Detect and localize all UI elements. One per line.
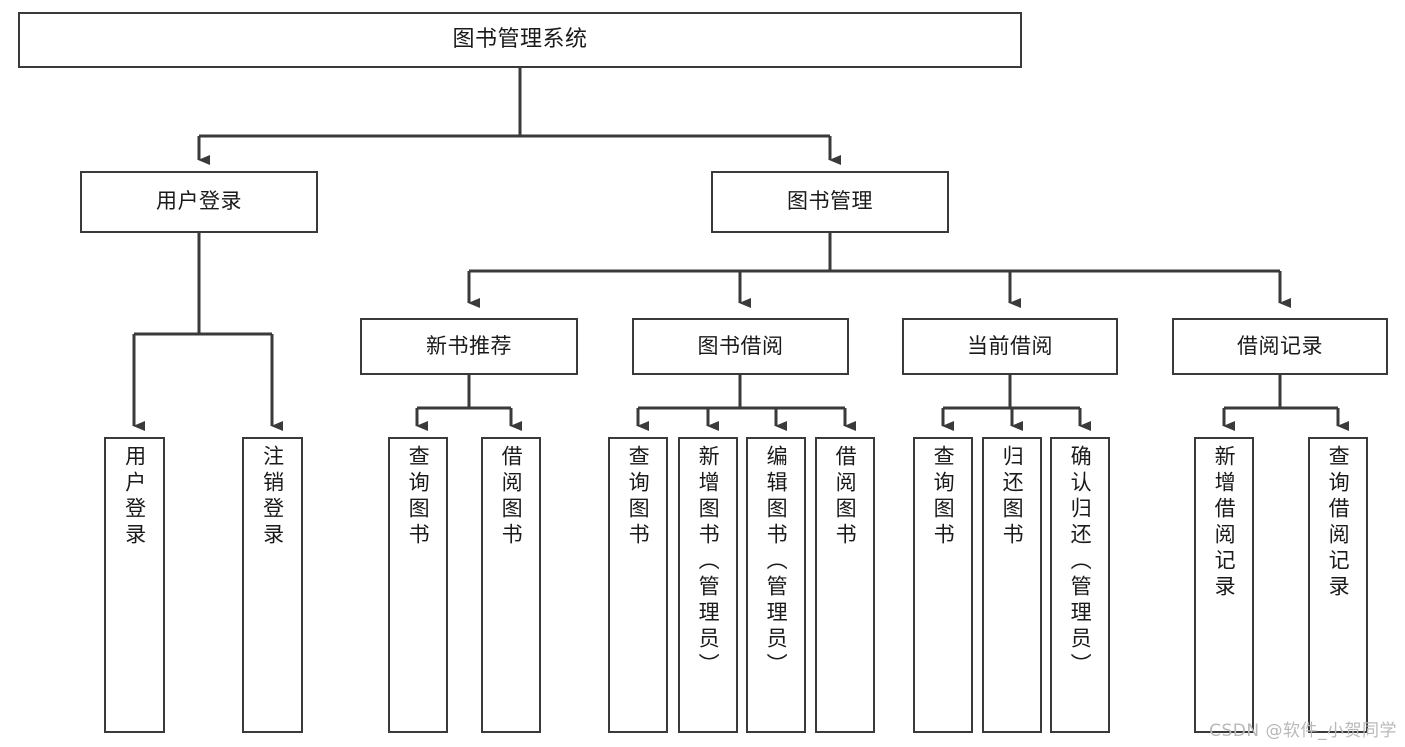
node-root[interactable]: 图书管理系统	[18, 12, 1022, 68]
leaf-edit-book[interactable]: 编辑图书（管理员）	[746, 437, 806, 733]
leaf-query-book-2-label: 查询图书	[626, 445, 651, 549]
leaf-return-book[interactable]: 归还图书	[982, 437, 1042, 733]
node-book-borrow-label: 图书借阅	[697, 333, 784, 358]
leaf-query-book-2[interactable]: 查询图书	[608, 437, 668, 733]
node-book-manage-label: 图书管理	[787, 189, 873, 214]
leaf-confirm-return[interactable]: 确认归还（管理员）	[1050, 437, 1110, 733]
leaf-add-book[interactable]: 新增图书（管理员）	[678, 437, 738, 733]
leaf-query-book-3-label: 查询图书	[931, 445, 956, 549]
node-book-manage[interactable]: 图书管理	[711, 171, 949, 233]
leaf-borrow-book-1-label: 借阅图书	[499, 445, 524, 549]
leaf-edit-book-label: 编辑图书（管理员）	[764, 445, 789, 679]
node-user-login[interactable]: 用户登录	[80, 171, 318, 233]
leaf-borrow-book-1[interactable]: 借阅图书	[481, 437, 541, 733]
leaf-return-book-label: 归还图书	[1000, 445, 1025, 549]
leaf-query-book-1-label: 查询图书	[406, 445, 431, 549]
leaf-query-book-3[interactable]: 查询图书	[913, 437, 973, 733]
node-current-borrow-label: 当前借阅	[967, 333, 1053, 358]
leaf-user-logout-label: 注销登录	[260, 445, 285, 549]
node-new-book-recommend-label: 新书推荐	[426, 333, 512, 358]
watermark: CSDN @软件_小贺同学	[1209, 721, 1397, 741]
leaf-query-book-1[interactable]: 查询图书	[388, 437, 448, 733]
leaf-query-record-label: 查询借阅记录	[1326, 445, 1351, 601]
leaf-add-record-label: 新增借阅记录	[1212, 445, 1237, 601]
node-book-borrow[interactable]: 图书借阅	[632, 318, 849, 375]
leaf-query-record[interactable]: 查询借阅记录	[1308, 437, 1368, 733]
leaf-user-login-label: 用户登录	[122, 445, 147, 549]
node-new-book-recommend[interactable]: 新书推荐	[360, 318, 578, 375]
leaf-confirm-return-label: 确认归还（管理员）	[1068, 445, 1093, 679]
leaf-user-login[interactable]: 用户登录	[104, 437, 165, 733]
node-borrow-record-label: 借阅记录	[1237, 333, 1323, 358]
leaf-borrow-book-2[interactable]: 借阅图书	[815, 437, 875, 733]
node-user-login-label: 用户登录	[156, 189, 242, 214]
leaf-borrow-book-2-label: 借阅图书	[833, 445, 858, 549]
node-current-borrow[interactable]: 当前借阅	[902, 318, 1118, 375]
leaf-add-book-label: 新增图书（管理员）	[696, 445, 721, 679]
leaf-user-logout[interactable]: 注销登录	[242, 437, 303, 733]
leaf-add-record[interactable]: 新增借阅记录	[1194, 437, 1254, 733]
node-borrow-record[interactable]: 借阅记录	[1172, 318, 1388, 375]
node-root-label: 图书管理系统	[452, 26, 588, 52]
